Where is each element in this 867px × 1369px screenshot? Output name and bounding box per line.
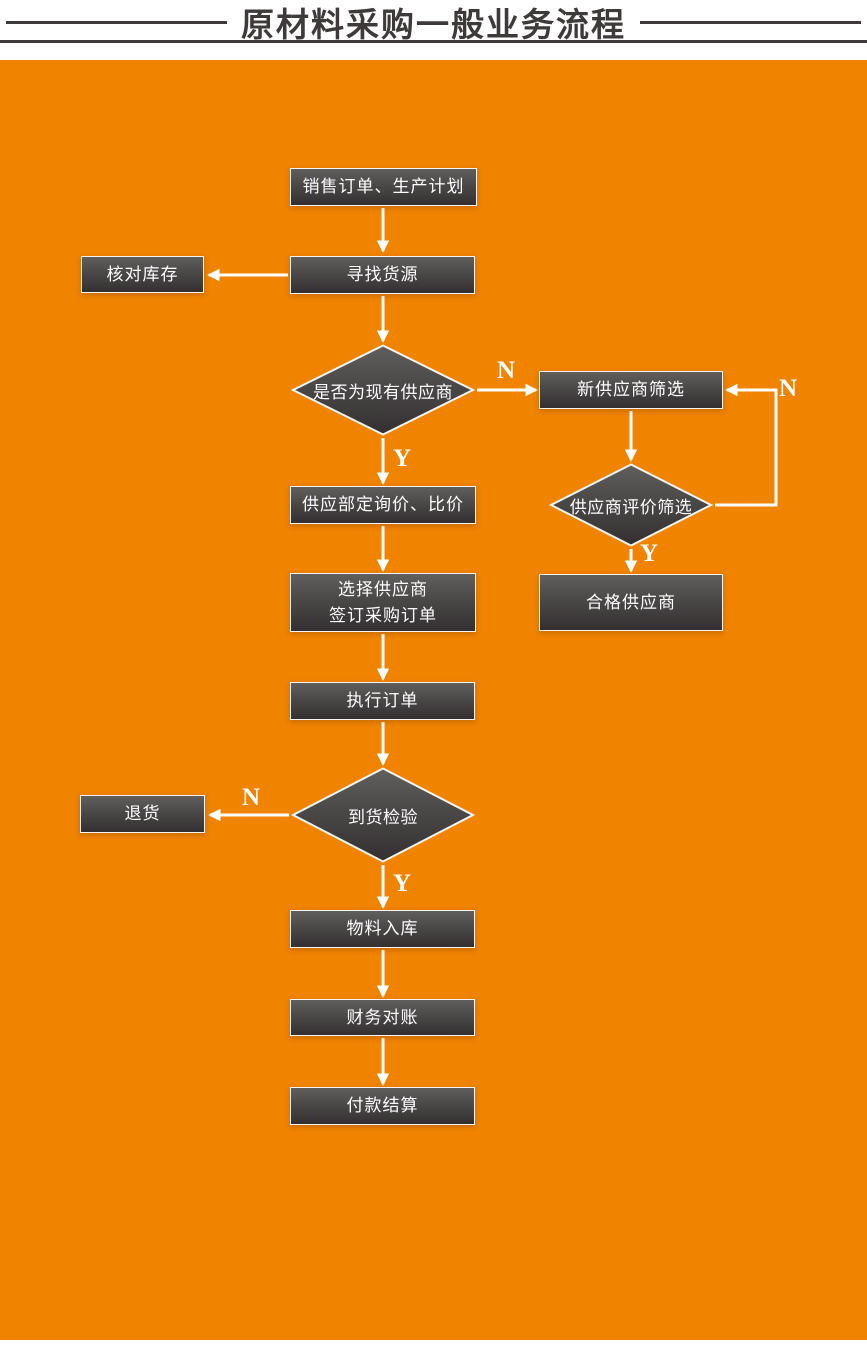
edge-label-evaluation-pass: Y bbox=[640, 540, 659, 567]
node-qualified-supplier: 合格供应商 bbox=[539, 574, 723, 631]
title-rule-left bbox=[6, 20, 227, 24]
node-label: 供应部定询价、比价 bbox=[302, 495, 464, 514]
node-label-line1: 选择供应商 bbox=[338, 579, 428, 599]
node-label: 退货 bbox=[124, 804, 161, 823]
edge-label-inspection-fail: N bbox=[242, 784, 261, 811]
edge-label-not-existing: N bbox=[497, 357, 516, 384]
decision-label: 到货检验 bbox=[348, 807, 418, 827]
node-financial-reconciliation: 财务对账 bbox=[290, 999, 475, 1036]
title-rule-right bbox=[640, 20, 861, 24]
node-label: 销售订单、生产计划 bbox=[302, 177, 465, 196]
node-find-source: 寻找货源 bbox=[290, 256, 475, 294]
node-payment-settlement: 付款结算 bbox=[290, 1087, 475, 1125]
decision-label: 供应商评价筛选 bbox=[569, 497, 693, 517]
node-label: 财务对账 bbox=[346, 1007, 419, 1027]
node-label: 执行订单 bbox=[346, 691, 419, 710]
header-underline bbox=[0, 40, 867, 43]
page-title: 原材料采购一般业务流程 bbox=[241, 6, 626, 43]
node-select-supplier-sign-order: 选择供应商 签订采购订单 bbox=[290, 573, 476, 632]
decision-label: 是否为现有供应商 bbox=[313, 382, 453, 402]
node-label: 付款结算 bbox=[346, 1096, 419, 1115]
decision-supplier-evaluation: 供应商评价筛选 bbox=[549, 463, 713, 547]
node-check-inventory: 核对库存 bbox=[81, 256, 204, 293]
node-inquiry-compare: 供应部定询价、比价 bbox=[290, 486, 476, 524]
node-new-supplier-screening: 新供应商筛选 bbox=[539, 371, 723, 409]
node-execute-order: 执行订单 bbox=[290, 682, 475, 720]
node-label: 合格供应商 bbox=[586, 592, 676, 612]
edge-label-existing: Y bbox=[393, 445, 412, 472]
node-return-goods: 退货 bbox=[80, 795, 205, 833]
diamond-shape bbox=[291, 767, 475, 863]
header: 原材料采购一般业务流程 bbox=[0, 2, 867, 43]
node-label: 新供应商筛选 bbox=[577, 380, 685, 399]
node-label: 核对库存 bbox=[106, 264, 179, 284]
decision-is-existing-supplier: 是否为现有供应商 bbox=[291, 344, 475, 436]
node-label-line2: 签订采购订单 bbox=[329, 605, 437, 625]
node-label: 寻找货源 bbox=[346, 265, 419, 284]
edge-label-inspection-pass: Y bbox=[393, 870, 412, 897]
node-sales-plan: 销售订单、生产计划 bbox=[290, 168, 477, 206]
diamond-shape bbox=[291, 344, 475, 436]
node-material-storage: 物料入库 bbox=[290, 910, 475, 948]
node-label: 物料入库 bbox=[346, 919, 419, 938]
decision-arrival-inspection: 到货检验 bbox=[291, 767, 475, 863]
diamond-shape bbox=[549, 463, 713, 547]
edge-label-evaluation-fail: N bbox=[779, 375, 798, 402]
